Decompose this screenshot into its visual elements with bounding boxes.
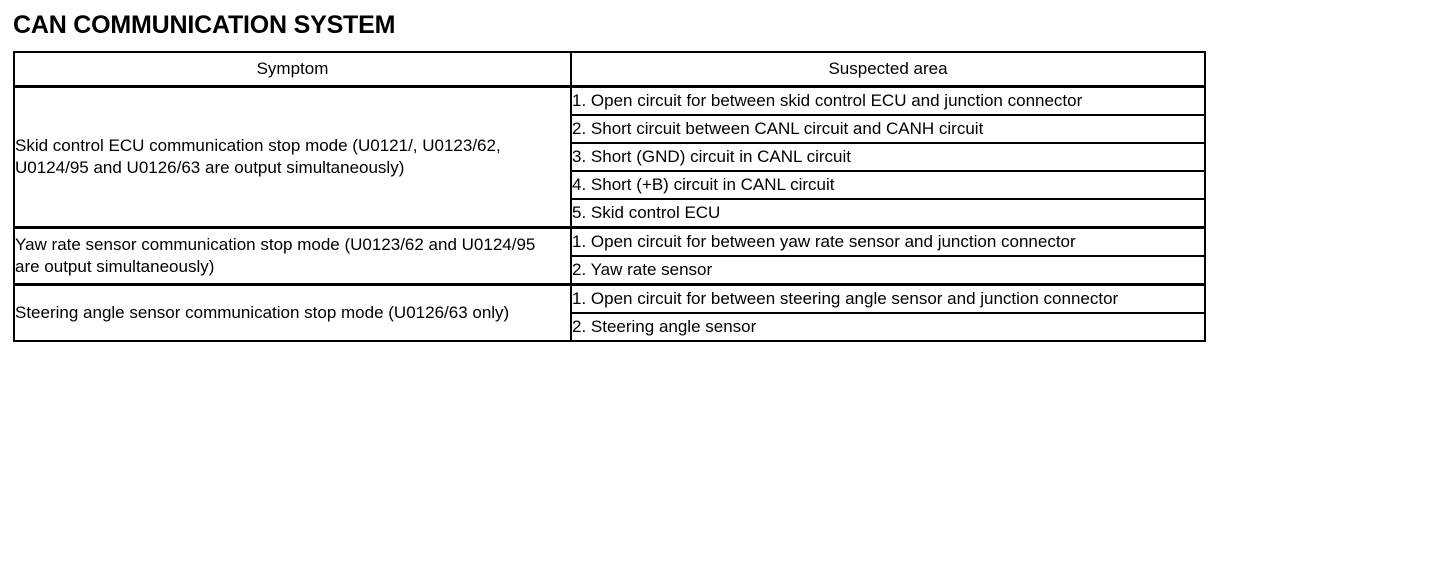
symptom-text: Steering angle sensor communication stop… [15, 303, 510, 322]
table-row: 5. Skid control ECU [14, 198, 1206, 229]
symptom-text: Skid control ECU communication stop mode… [15, 136, 501, 177]
suspected-area-cell: 2. Steering angle sensor [570, 312, 1206, 342]
suspected-area-text: 5. Skid control ECU [572, 203, 721, 222]
column-header-suspected-area: Suspected area [570, 51, 1206, 88]
suspected-area-cell: 2. Short circuit between CANL circuit an… [570, 114, 1206, 144]
suspected-area-text: 1. Open circuit for between steering ang… [572, 289, 1119, 308]
table-row: Skid control ECU communication stop mode… [13, 85, 1206, 229]
table-header: Symptom Suspected area [13, 51, 1206, 88]
column-header-symptom: Symptom [13, 51, 572, 88]
suspected-area-cell: 1. Open circuit for between steering ang… [570, 283, 1206, 314]
suspected-area-text: 1. Open circuit for between skid control… [572, 91, 1083, 110]
symptom-cell: Steering angle sensor communication stop… [13, 283, 572, 342]
suspected-area-text: 4. Short (+B) circuit in CANL circuit [572, 175, 835, 194]
suspected-area-cell: 2. Yaw rate sensor [570, 255, 1206, 286]
symptom-text: Yaw rate sensor communication stop mode … [15, 235, 536, 276]
table-body: Skid control ECU communication stop mode… [13, 85, 1206, 342]
table-row: Yaw rate sensor communication stop mode … [13, 226, 1206, 286]
table-row: 4. Short (+B) circuit in CANL circuit [14, 170, 1206, 200]
suspected-area-cell: 4. Short (+B) circuit in CANL circuit [570, 170, 1206, 200]
page-title: CAN COMMUNICATION SYSTEM [13, 11, 396, 39]
suspected-area-text: 2. Short circuit between CANL circuit an… [572, 119, 984, 138]
suspected-area-cell: 3. Short (GND) circuit in CANL circuit [570, 142, 1206, 172]
symptom-suspected-area-table: Symptom Suspected area Skid control ECU … [13, 51, 1206, 342]
table-row: Steering angle sensor communication stop… [13, 283, 1206, 342]
suspected-area-cell: 5. Skid control ECU [570, 198, 1206, 229]
symptom-cell: Yaw rate sensor communication stop mode … [13, 226, 572, 286]
symptom-cell: Skid control ECU communication stop mode… [13, 85, 572, 229]
table-row: 2. Steering angle sensor [14, 312, 1206, 342]
table-row: 2. Short circuit between CANL circuit an… [14, 114, 1206, 144]
suspected-area-text: 2. Yaw rate sensor [572, 260, 713, 279]
suspected-area-text: 1. Open circuit for between yaw rate sen… [572, 232, 1076, 251]
table-row: 3. Short (GND) circuit in CANL circuit [14, 142, 1206, 172]
suspected-area-cell: 1. Open circuit for between yaw rate sen… [570, 226, 1206, 257]
suspected-area-text: 3. Short (GND) circuit in CANL circuit [572, 147, 851, 166]
table-header-row: Symptom Suspected area [13, 51, 1206, 88]
suspected-area-text: 2. Steering angle sensor [572, 317, 757, 336]
suspected-area-cell: 1. Open circuit for between skid control… [570, 85, 1206, 116]
